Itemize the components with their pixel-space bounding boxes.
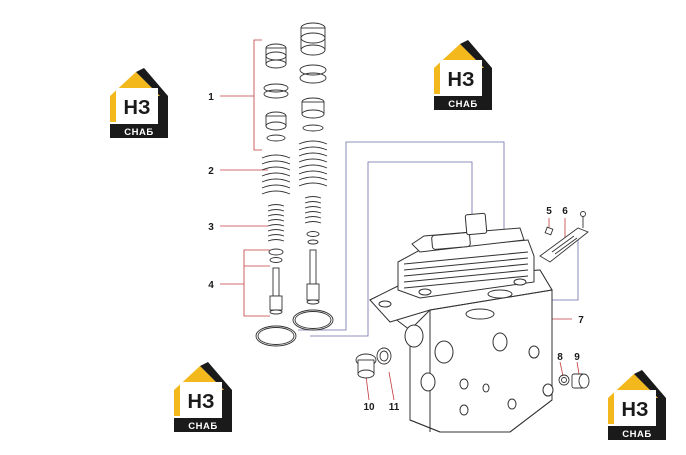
watermark-mark: НЗ — [188, 391, 215, 413]
callout-2: 2 — [208, 166, 214, 177]
valve-body — [369, 212, 554, 433]
callout-4: 4 — [208, 280, 214, 291]
callout-9: 9 — [574, 352, 580, 363]
watermark-caption: СНАБ — [622, 429, 651, 440]
callout-1: 1 — [208, 92, 214, 103]
callout-8: 8 — [557, 352, 563, 363]
watermark-caption: СНАБ — [448, 99, 477, 110]
watermark-caption: СНАБ — [188, 421, 217, 432]
watermark-mark: НЗ — [622, 399, 649, 421]
callout-6: 6 — [562, 206, 568, 217]
callout-3: 3 — [208, 222, 214, 233]
watermark-logo-4: НЗ СНАБ — [608, 370, 666, 440]
callout-10: 10 — [363, 402, 375, 413]
watermark-mark: НЗ — [448, 69, 475, 91]
callout-5: 5 — [546, 206, 552, 217]
left-cartridge-stack — [255, 43, 297, 347]
watermark-logo-3: НЗ СНАБ — [174, 362, 232, 432]
watermark-caption: СНАБ — [124, 127, 153, 138]
bracket-group-4 — [220, 249, 270, 317]
watermark-logo-1: НЗ СНАБ — [110, 68, 168, 138]
assembly-outline-lines — [298, 141, 579, 337]
callout-7: 7 — [578, 315, 584, 326]
plug-and-seal-left — [355, 347, 392, 379]
bracket-group-1 — [220, 39, 262, 151]
watermark-logo-2: НЗ СНАБ — [434, 40, 492, 110]
right-cartridge-stack — [292, 22, 334, 331]
watermark-mark: НЗ — [124, 97, 151, 119]
nameplate — [539, 211, 589, 263]
plug-and-seal-right — [558, 373, 590, 389]
callout-11: 11 — [389, 402, 400, 413]
